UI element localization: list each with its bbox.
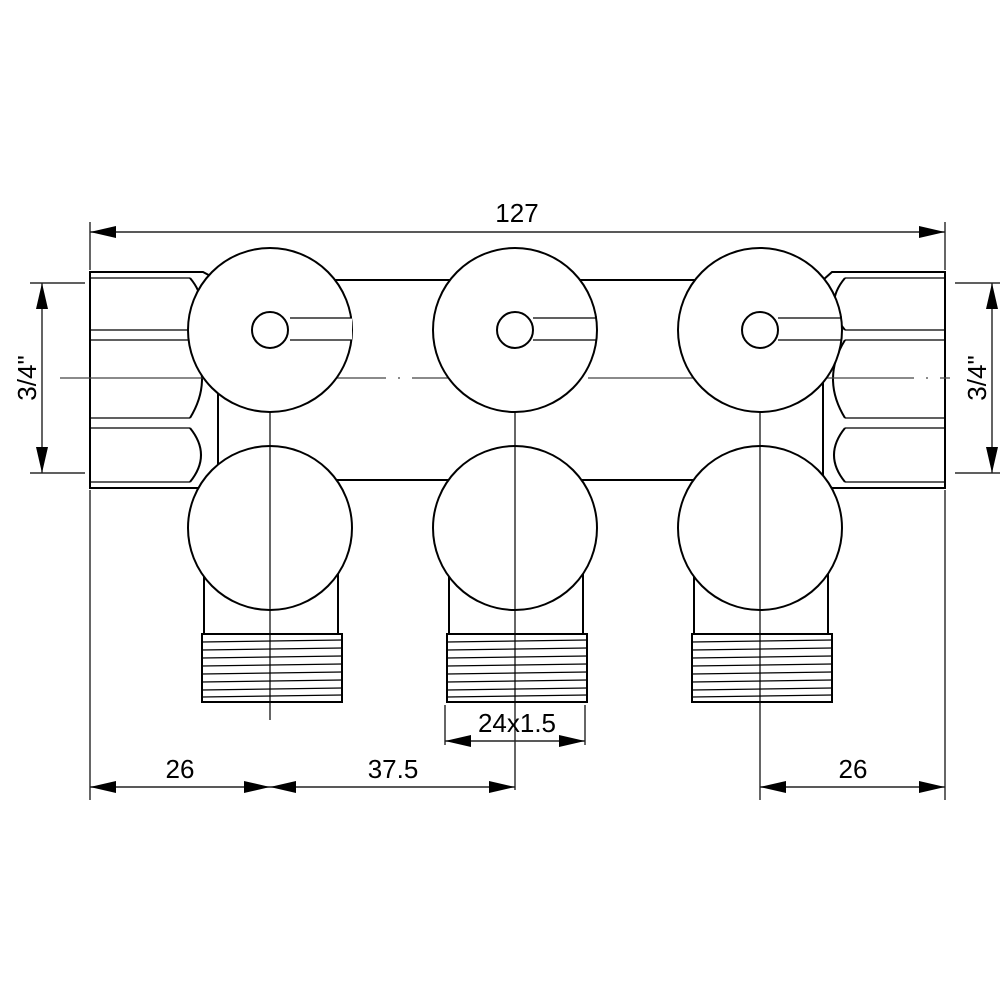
dim-left-thread: [36, 283, 48, 473]
label-left-offset: 26: [166, 754, 195, 784]
dim-overall-length: [90, 226, 945, 238]
outlet-3: [677, 309, 843, 800]
right-hex-nut: [822, 271, 946, 489]
label-outlet-thread: 24x1.5: [478, 708, 556, 738]
extension-lines: [30, 222, 1000, 800]
label-outlet-pitch: 37.5: [368, 754, 419, 784]
dim-left-offset: [90, 781, 270, 793]
label-overall-length: 127: [495, 198, 538, 228]
outlet-discs: [187, 247, 843, 413]
dim-outlet-pitch: [270, 781, 515, 793]
outlet-1: [187, 309, 353, 720]
outlet-2: [432, 309, 598, 790]
label-right-offset: 26: [839, 754, 868, 784]
label-left-thread: 3/4": [12, 355, 42, 400]
dim-outlet-thread: [445, 735, 585, 747]
label-right-thread: 3/4": [962, 355, 992, 400]
dim-right-offset: [760, 781, 945, 793]
dim-right-thread: [986, 283, 998, 473]
